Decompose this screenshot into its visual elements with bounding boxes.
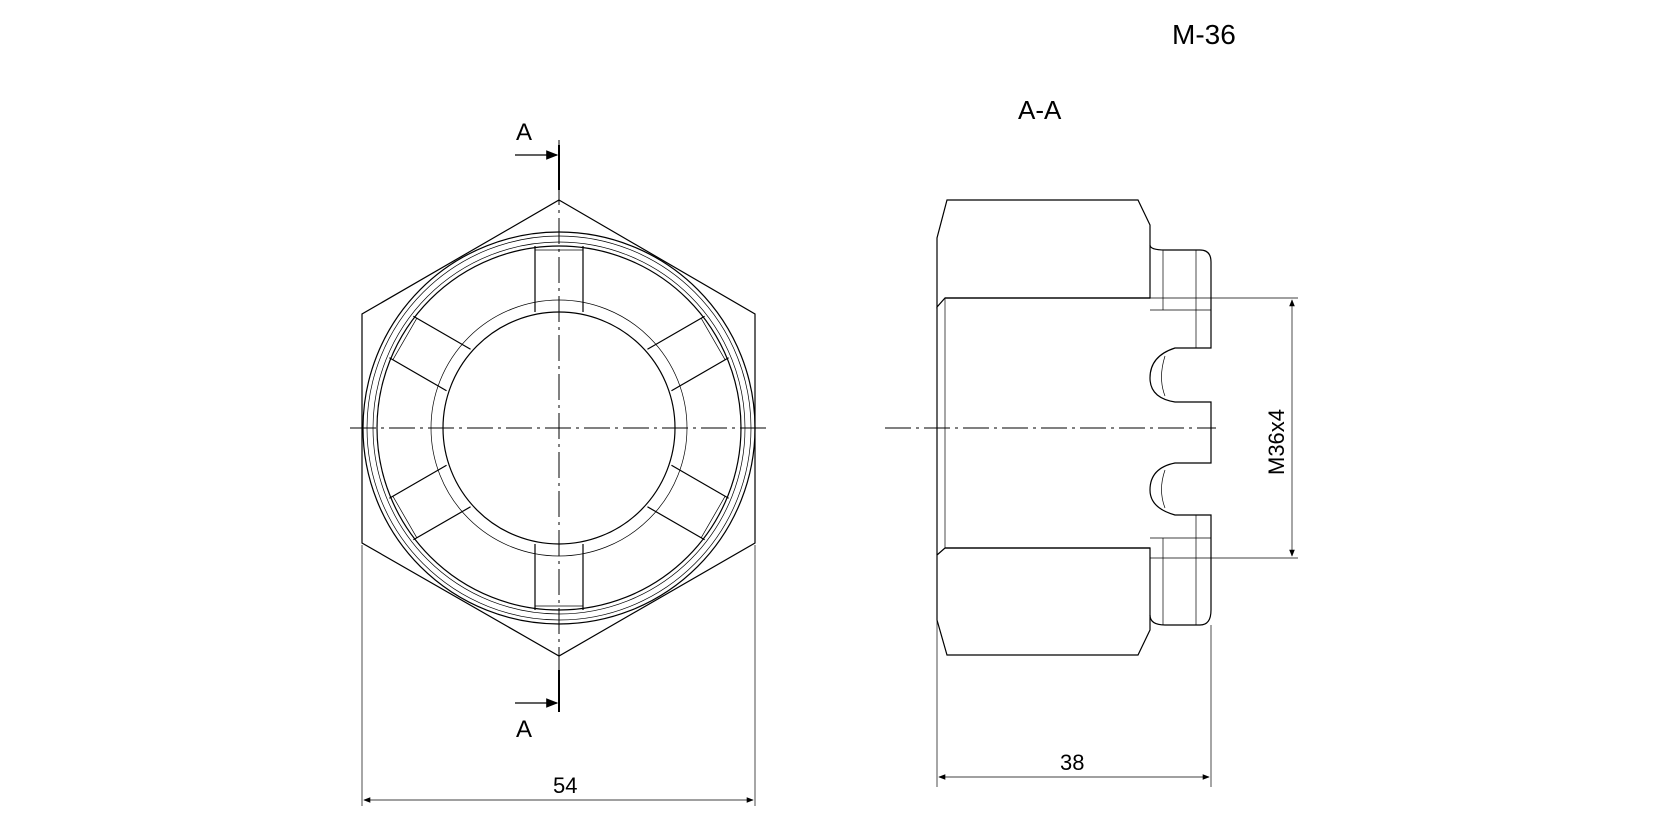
section-marker-top: A (516, 119, 532, 146)
slot-bottom (392, 318, 418, 360)
dim-text-38: 38 (1060, 750, 1084, 775)
crown-profile (1149, 244, 1212, 626)
slot-edge (413, 506, 471, 541)
slot-edge (671, 357, 729, 392)
slot-bottom (700, 318, 726, 360)
section-view: A-A M36x4 38 (885, 95, 1298, 787)
section-marker-bottom: A (516, 716, 532, 743)
slot-edge (647, 506, 705, 541)
front-view: A A 54 (350, 119, 770, 806)
slot-bottom (700, 496, 726, 538)
section-upper-wall (936, 199, 1151, 309)
section-lower-wall (936, 547, 1151, 656)
slot-edge (389, 464, 447, 499)
dim-text-54: 54 (553, 773, 577, 798)
slot-edge (671, 464, 729, 499)
dim-text-thread: M36x4 (1264, 409, 1289, 475)
slot-edge (389, 357, 447, 392)
section-title: A-A (1018, 95, 1062, 125)
slot-bottom (392, 496, 418, 538)
slot-edge (413, 315, 471, 350)
slot-edge (647, 315, 705, 350)
part-designation: M-36 (1172, 19, 1236, 50)
castellation-slots (389, 246, 729, 610)
